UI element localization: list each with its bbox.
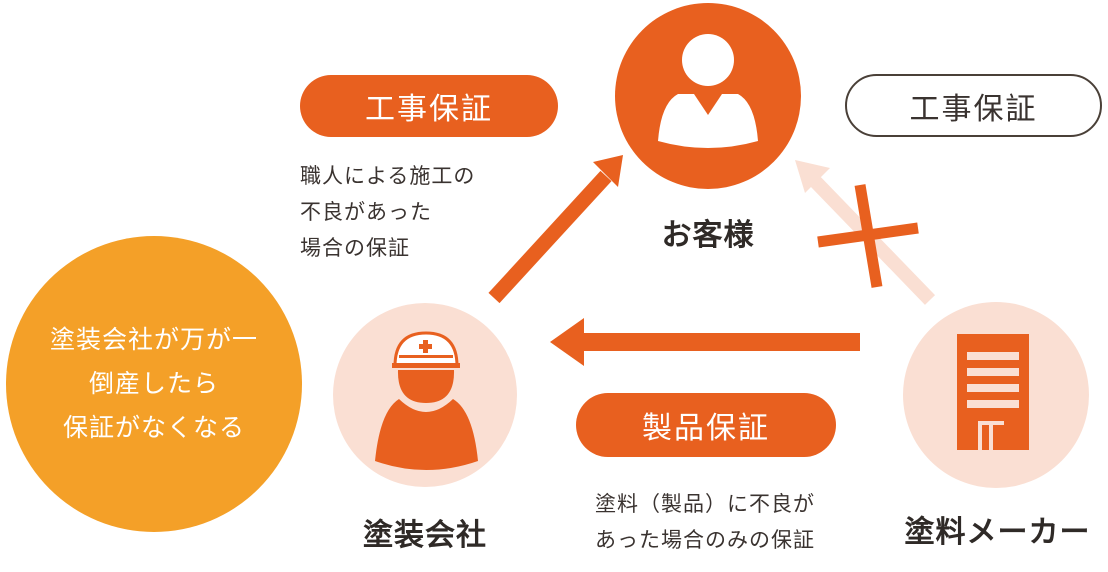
- construction-warranty-badge: 工事保証: [300, 75, 558, 137]
- contractor-label: 塗装会社: [363, 518, 487, 553]
- person-icon: [658, 34, 758, 148]
- construction-warranty-outline-badge: 工事保証: [845, 74, 1102, 137]
- manufacturer-node: [903, 302, 1089, 488]
- description-line: 不良があった: [300, 200, 432, 224]
- product-warranty-badge: 製品保証: [576, 393, 836, 457]
- cross-mark-icon: [817, 184, 919, 288]
- description-line: 職人による施工の: [300, 164, 476, 188]
- warning-line: 塗装会社が万が一: [49, 325, 258, 354]
- description-line: 塗料（製品）に不良が: [595, 492, 815, 516]
- description-line: あった場合のみの保証: [595, 528, 815, 552]
- building-icon: [957, 334, 1029, 450]
- warning-line: 倒産したら: [88, 369, 219, 398]
- warning-circle: [6, 236, 302, 532]
- arrow-manufacturer-to-contractor: [550, 318, 860, 366]
- arrow-contractor-to-customer: [488, 155, 623, 304]
- description-line: 場合の保証: [300, 236, 410, 260]
- product-warranty-description: 塗料（製品）に不良が あった場合のみの保証: [560, 486, 850, 558]
- customer-label: お客様: [661, 218, 755, 253]
- contractor-node: [333, 303, 517, 487]
- warning-text: 塗装会社が万が一 倒産したら 保証がなくなる: [6, 318, 302, 450]
- customer-node: [615, 3, 801, 189]
- warning-line: 保証がなくなる: [62, 413, 245, 442]
- construction-warranty-description: 職人による施工の 不良があった 場合の保証: [300, 158, 475, 266]
- worker-helmet-icon: [375, 331, 478, 470]
- manufacturer-label: 塗料メーカー: [904, 515, 1091, 550]
